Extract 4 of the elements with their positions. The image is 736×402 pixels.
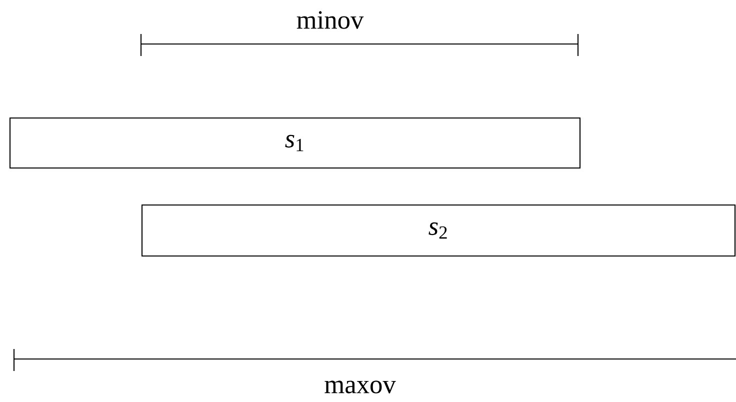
process-box: s$_{1}$ <box>9 117 581 169</box>
dimension-label: maxov <box>324 380 396 394</box>
process-box: s$_{2}$ <box>141 204 736 257</box>
dimension-label: minov <box>296 11 364 29</box>
